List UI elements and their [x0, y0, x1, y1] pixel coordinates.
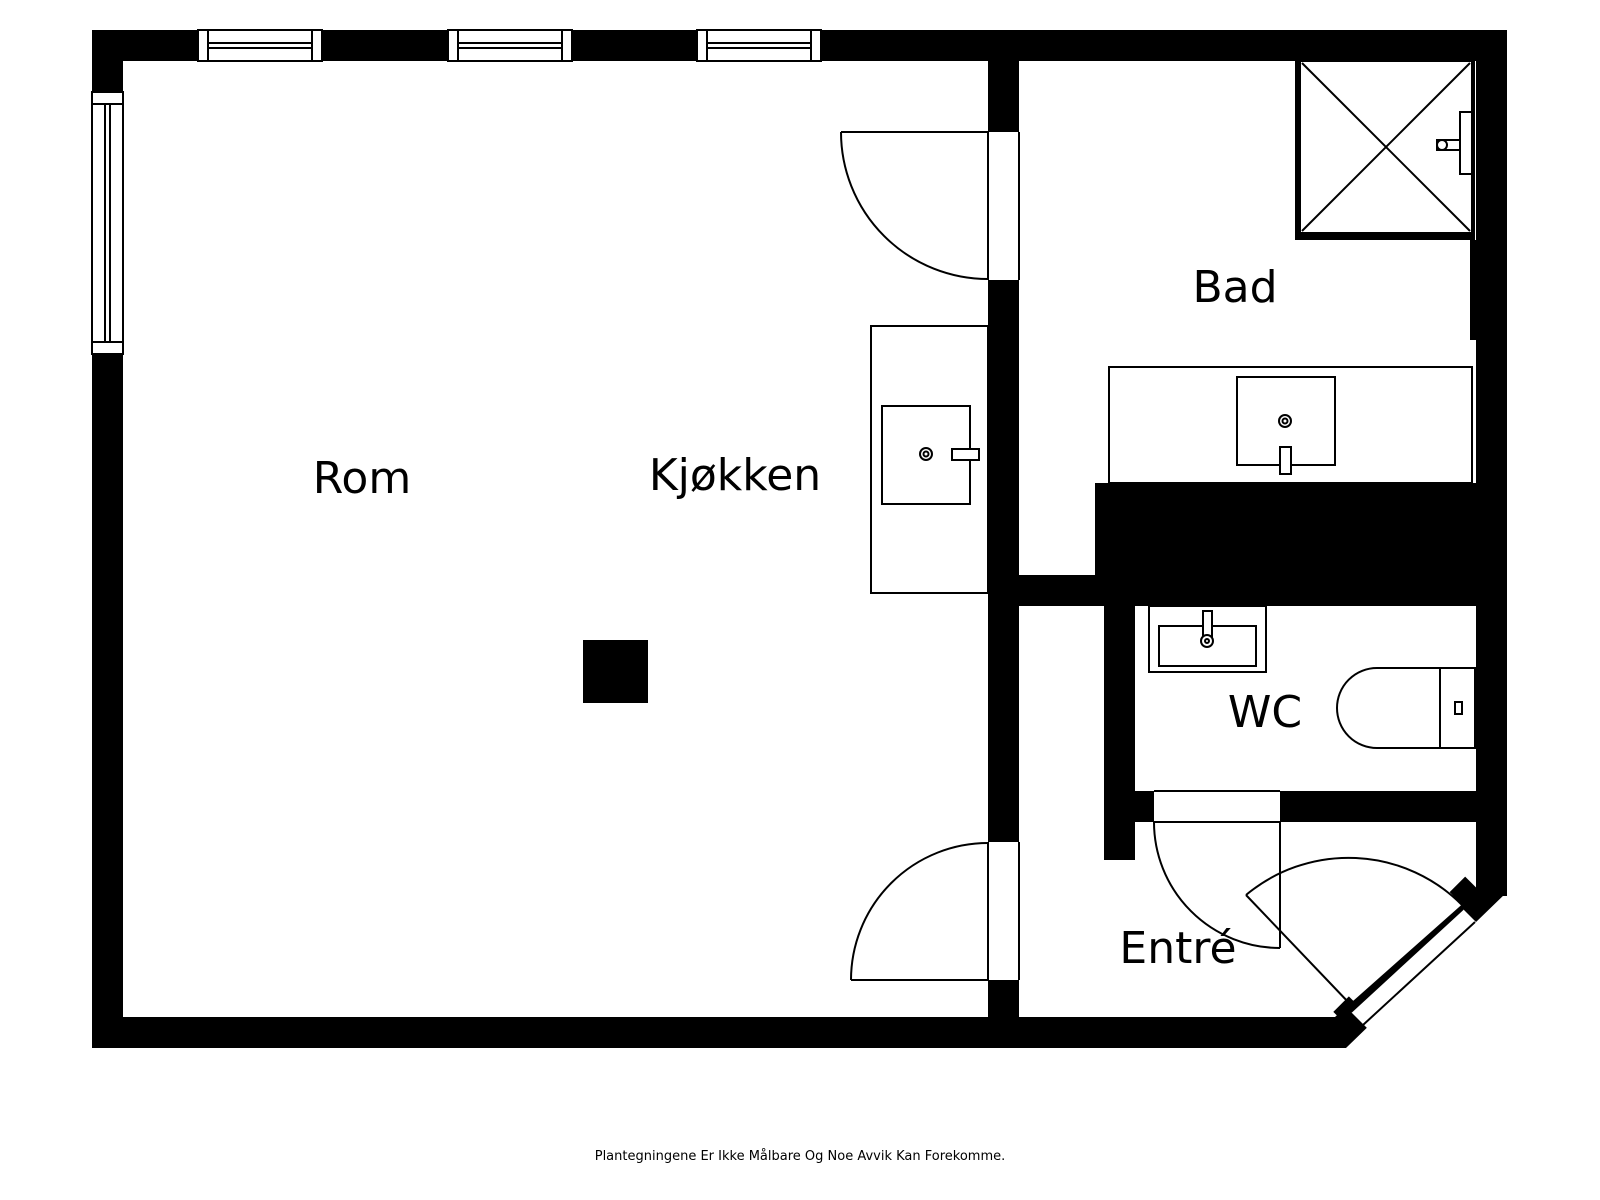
wall-bath-right-step [1470, 240, 1476, 340]
wall-bath-bottom [1019, 575, 1119, 606]
room-label-wc: WC [1228, 687, 1302, 738]
room-label-bad: Bad [1192, 262, 1277, 313]
window-top-2 [447, 29, 573, 62]
wall-bottom [92, 1017, 1335, 1048]
door-kitchen-bath [840, 131, 1020, 280]
door-wc [1153, 790, 1281, 949]
windows [91, 29, 822, 355]
window-top-3 [696, 29, 822, 62]
room-label-kjokken: Kjøkken [649, 450, 821, 501]
wc-sink [1148, 605, 1267, 673]
window-left [91, 91, 124, 355]
wall-diagonal-corner-2 [1333, 996, 1369, 1032]
wall-diagonal-corner [1449, 876, 1487, 914]
kitchen-counter [870, 325, 989, 594]
bath-faucet [1279, 446, 1292, 475]
kitchen-faucet [951, 448, 980, 461]
disclaimer-text: Plantegningene Er Ikke Målbare Og Noe Av… [594, 1149, 1006, 1164]
shower [1295, 58, 1475, 240]
room-label-rom: Rom [313, 453, 411, 504]
doors [840, 131, 1484, 1033]
toilet [1336, 667, 1476, 749]
wall-bath-wc-block [1095, 483, 1476, 606]
wall-right [1476, 30, 1507, 896]
door-entrance [1245, 856, 1484, 1033]
column [583, 640, 648, 703]
bath-vanity [1108, 366, 1473, 484]
window-top-1 [197, 29, 323, 62]
room-label-entre: Entré [1119, 923, 1236, 974]
door-rom-entre [850, 842, 1020, 981]
